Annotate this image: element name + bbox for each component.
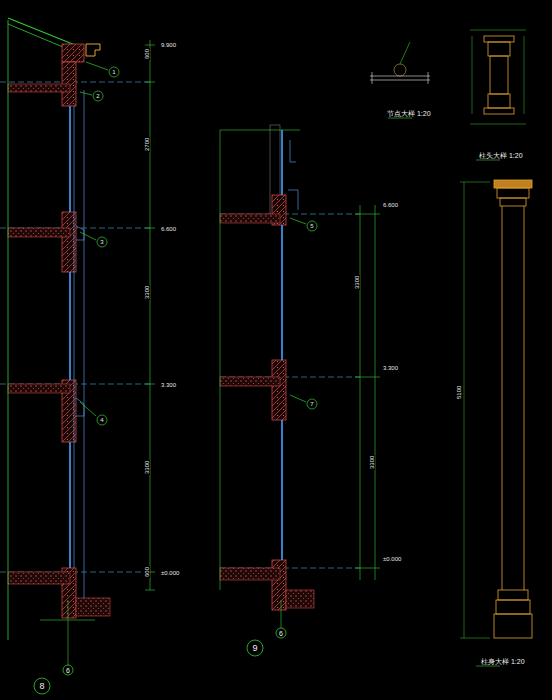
- section-mark: 8: [34, 678, 50, 694]
- callout-number: 3: [99, 239, 104, 245]
- dimension-text: 9.900: [160, 42, 177, 48]
- dimension-text: ±0.000: [382, 556, 402, 562]
- dimension-text: 600: [144, 566, 150, 578]
- dimension-text: 3.300: [382, 365, 399, 371]
- callout-number: 1: [111, 69, 116, 75]
- dimension-text: 3300: [369, 455, 375, 470]
- dimension-text: 3300: [144, 285, 150, 300]
- drawing-title: 柱头大样 1:20: [478, 152, 524, 159]
- dimension-text: 2700: [144, 137, 150, 152]
- drawing-title: 柱身大样 1:20: [480, 658, 526, 665]
- dimension-text: 3300: [144, 460, 150, 475]
- dimension-text: 3.300: [160, 382, 177, 388]
- section-mark: 9: [247, 640, 263, 656]
- callout-number: 7: [309, 401, 314, 407]
- axis-bubble: 6: [63, 665, 73, 675]
- mark-number: 8: [39, 681, 44, 691]
- dimension-text: 6.600: [382, 202, 399, 208]
- callout-number: 4: [99, 417, 104, 423]
- dimension-text: 600: [144, 48, 150, 60]
- mark-number: 6: [279, 630, 283, 637]
- drawing-title: 节点大样 1:20: [386, 110, 432, 117]
- callout-number: 5: [309, 223, 314, 229]
- dimension-text: 3300: [354, 275, 360, 290]
- dimension-text: 5100: [456, 385, 462, 400]
- dimension-text: 6.600: [160, 226, 177, 232]
- axis-bubble: 6: [276, 628, 286, 638]
- callout-number: 2: [95, 93, 100, 99]
- mark-number: 9: [252, 643, 257, 653]
- dimension-text: ±0.000: [160, 570, 180, 576]
- mark-number: 6: [66, 667, 70, 674]
